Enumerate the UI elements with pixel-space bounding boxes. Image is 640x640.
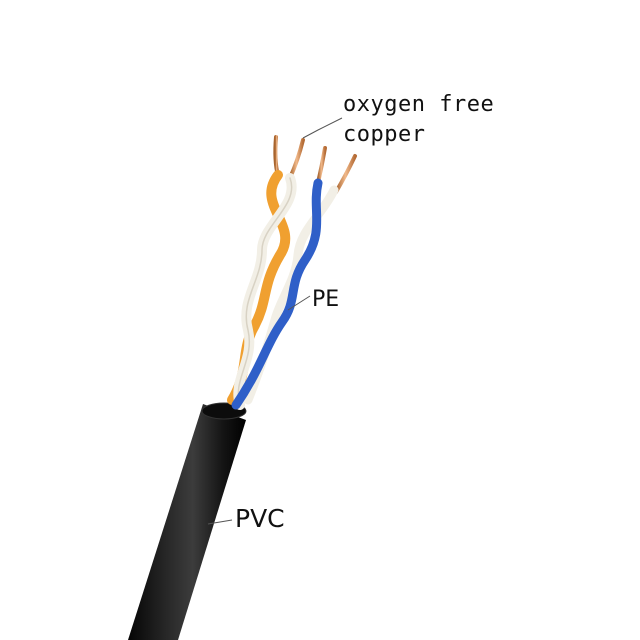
insulation-label: PE xyxy=(312,287,340,312)
conductor-label-line1: oxygen free xyxy=(343,92,495,117)
blue-white-pair xyxy=(231,178,339,410)
conductor-label-line2: copper xyxy=(343,122,426,147)
leader-lines xyxy=(207,117,343,525)
jacket-label: PVC xyxy=(235,504,285,533)
orange-white-pair xyxy=(227,170,297,410)
pvc-jacket xyxy=(128,404,246,640)
